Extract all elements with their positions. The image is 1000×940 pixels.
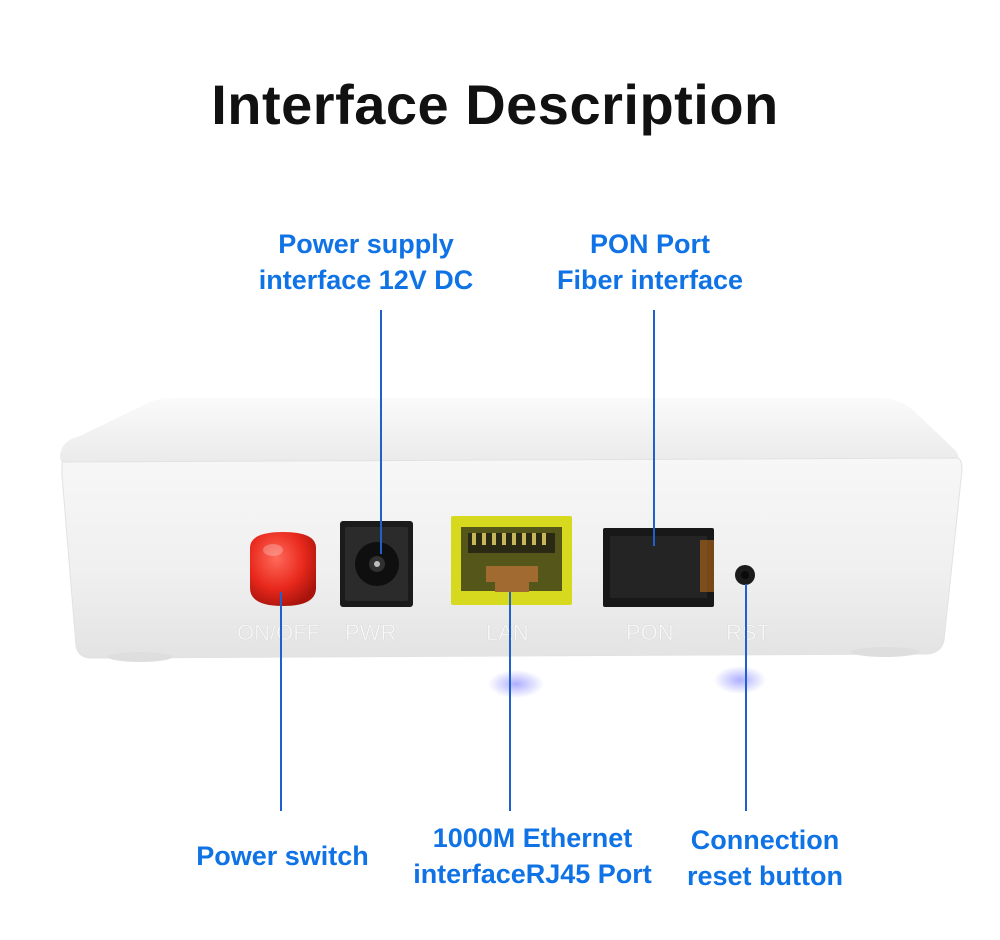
callout-power-supply: Power supply interface 12V DC [258,229,474,295]
callout-pon-port: PON Port Fiber interface [556,229,744,295]
page-title: Interface Description [211,73,779,136]
leader-pon-port [653,310,655,546]
label-lan: LAN [486,620,529,645]
label-on-off: ON/OFF [237,620,320,645]
callout-power-switch: Power switch [196,841,369,871]
callout-reset: Connection reset button [686,825,843,891]
power-button [250,532,316,606]
label-pwr: PWR [345,620,396,645]
leader-reset [745,584,747,811]
label-pon: PON [626,620,674,645]
leader-power-switch [280,592,282,811]
leader-power-supply [380,310,382,554]
callout-ethernet: 1000M Ethernet interfaceRJ45 Port [413,823,652,889]
device-top [60,398,959,468]
device-foot-left [108,652,172,662]
leader-ethernet [509,592,511,811]
device-foot-right [851,647,919,657]
label-rst: RST [726,620,770,645]
